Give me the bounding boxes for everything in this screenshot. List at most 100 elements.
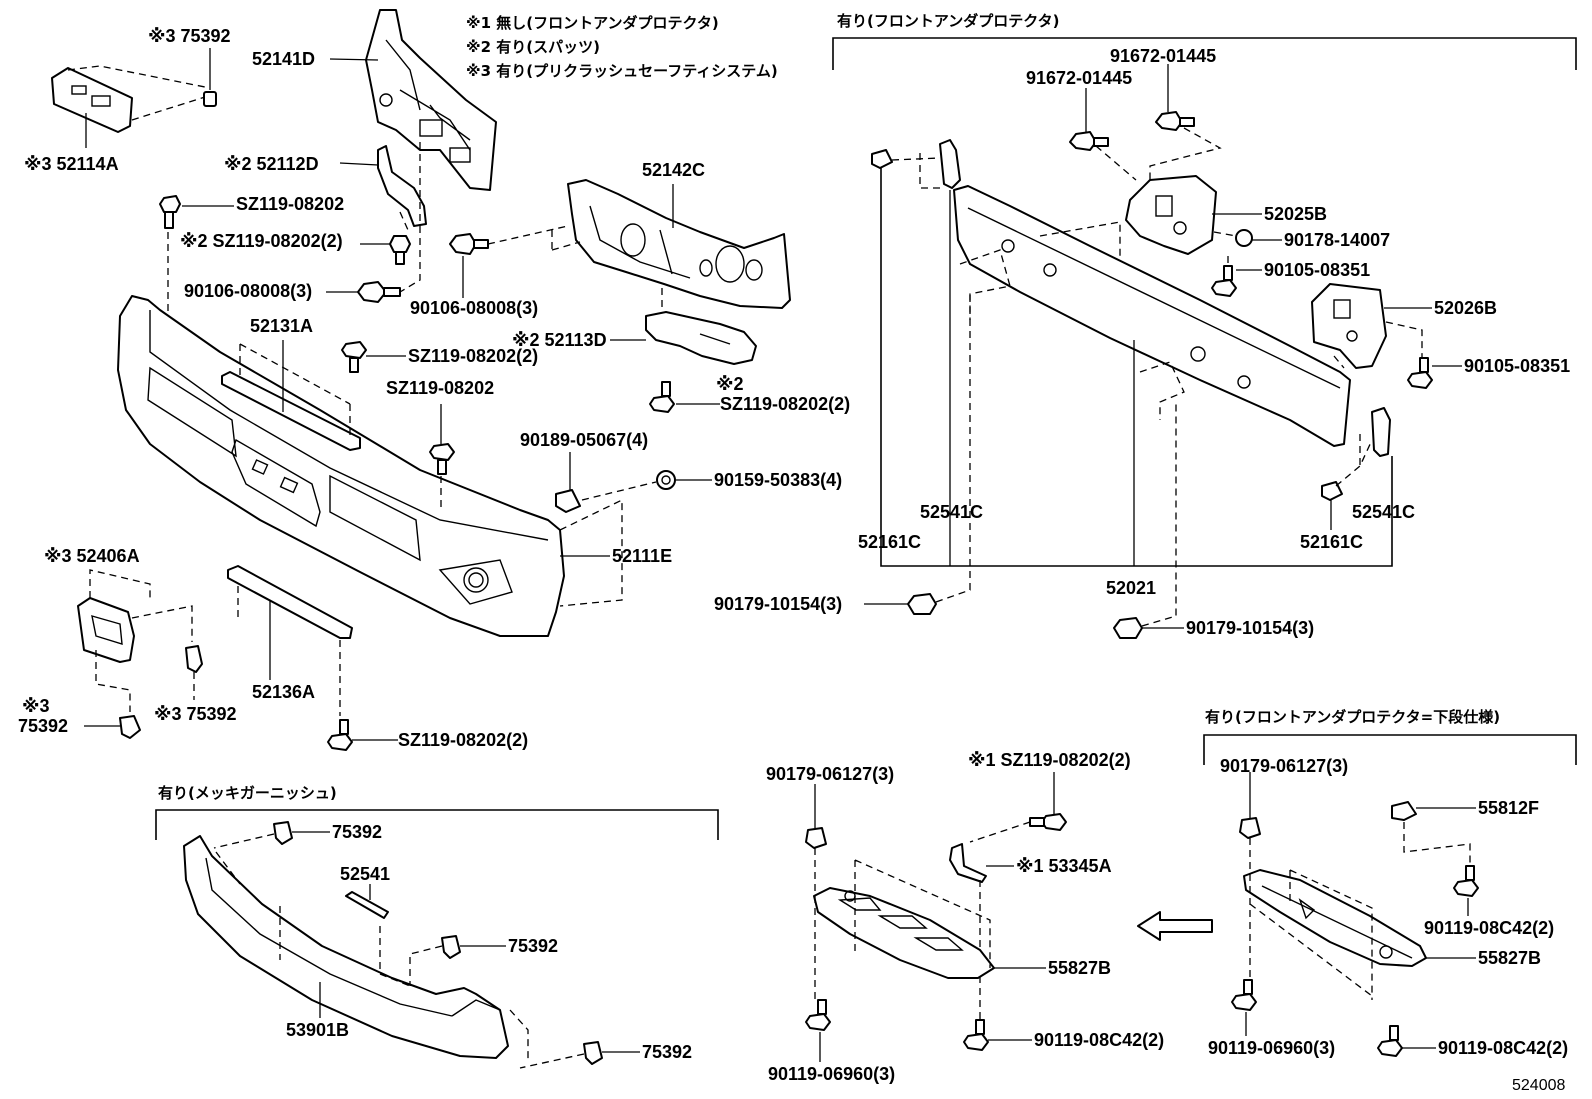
- clip-52161C-b: [1321, 481, 1343, 501]
- label-90178: 90178-14007: [1284, 230, 1390, 250]
- part-52406A: [77, 597, 135, 663]
- label-52142C: 52142C: [642, 160, 705, 180]
- part-52136A: [227, 565, 353, 639]
- bolt-SZ119-b: [389, 235, 411, 265]
- part-52541C-a: [939, 139, 961, 189]
- arrow-icon: [1137, 911, 1213, 941]
- label-90179-b: 90179-10154(3): [1186, 618, 1314, 638]
- note-3: ※3 有り(プリクラッシュセーフティシステム): [466, 62, 778, 80]
- clip-75392-g3: [583, 1041, 603, 1065]
- clip-75392-top: [203, 48, 217, 107]
- nut-90179-a: [907, 593, 937, 615]
- label-90119-08C42-c: 90119-08C42(2): [1438, 1038, 1568, 1058]
- label-75392-low-mark: ※3: [22, 696, 50, 716]
- label-52136A: 52136A: [252, 682, 315, 702]
- diagram-code: 524008: [1512, 1077, 1565, 1094]
- label-75392-top: ※3 75392: [148, 26, 231, 46]
- bolt-SZ119-f: [327, 719, 353, 751]
- part-52021-beam: [953, 185, 1351, 447]
- label-52161C-a: 52161C: [858, 532, 921, 552]
- bolt-SZ119-a: [159, 195, 181, 229]
- label-90159: 90159-50383(4): [714, 470, 842, 490]
- label-90179-06127-a: 90179-06127(3): [766, 764, 894, 784]
- label-52541: 52541: [340, 864, 390, 884]
- bolt-91672-b: [1155, 111, 1195, 131]
- bolt-SZ119-e: [649, 381, 675, 413]
- nut-90178: [1235, 229, 1253, 247]
- label-55827B-a: 55827B: [1048, 958, 1111, 978]
- part-52131A: [221, 371, 361, 451]
- clip-75392-g1: [273, 821, 293, 845]
- label-55812F: 55812F: [1478, 798, 1539, 818]
- part-55812F: [1391, 801, 1417, 821]
- label-90119-06960-a: 90119-06960(3): [768, 1064, 895, 1084]
- part-55827B-a: [813, 887, 995, 979]
- clip-90179-06127-a: [805, 827, 827, 849]
- group-lower: 有り(フロントアンダプロテクタ=下段仕様): [1203, 708, 1577, 765]
- bolt-90119-08C42-a: [963, 1019, 989, 1051]
- label-SZ119-g: ※1 SZ119-08202(2): [968, 750, 1131, 770]
- label-90189: 90189-05067(4): [520, 430, 648, 450]
- part-53901B: [183, 835, 509, 1059]
- part-52541-strip: [345, 891, 389, 919]
- label-SZ119-e: SZ119-08202(2): [720, 394, 850, 414]
- label-52406A: ※3 52406A: [44, 546, 140, 566]
- label-75392-low: 75392: [18, 716, 68, 736]
- clip-75392-mid: [185, 645, 203, 673]
- clip-75392-g2: [441, 935, 461, 959]
- group-garnish-title: 有り(メッキガーニッシュ): [158, 784, 337, 802]
- part-52114A: [51, 67, 133, 148]
- bolt-90119-06960-a: [805, 999, 831, 1031]
- label-SZ119-c: SZ119-08202(2): [408, 346, 538, 366]
- part-52113D: [645, 311, 757, 365]
- group-garnish: 有り(メッキガーニッシュ): [155, 784, 719, 840]
- label-52025B: 52025B: [1264, 204, 1327, 224]
- label-52161C-b: 52161C: [1300, 532, 1363, 552]
- part-55827B-b: [1243, 869, 1427, 967]
- label-SZ119-a: SZ119-08202: [236, 194, 344, 214]
- label-52541C-a: 52541C: [920, 502, 983, 522]
- bolt-90105-b: [1407, 357, 1433, 389]
- label-SZ119-b: ※2 SZ119-08202(2): [180, 231, 343, 251]
- part-52141D: [365, 9, 497, 191]
- bolt-90106-a: [357, 281, 401, 303]
- part-52026B: [1311, 283, 1387, 369]
- part-52541C-b: [1371, 407, 1391, 457]
- label-90106-b: 90106-08008(3): [410, 298, 538, 318]
- bolt-90105-a: [1211, 265, 1237, 297]
- clip-52161C-a: [871, 149, 893, 169]
- label-53345A: ※1 53345A: [1016, 856, 1112, 876]
- label-55827B-b: 55827B: [1478, 948, 1541, 968]
- label-90119-08C42-b: 90119-08C42(2): [1424, 918, 1554, 938]
- bolt-SZ119-g: [1029, 813, 1067, 831]
- bolt-90119-08C42-b: [1453, 865, 1479, 897]
- bolt-91672-a: [1069, 131, 1109, 151]
- label-52541C-b: 52541C: [1352, 502, 1415, 522]
- label-75392-g1: 75392: [332, 822, 382, 842]
- bolt-90106-b: [449, 233, 489, 255]
- label-91672-a: 91672-01445: [1026, 68, 1132, 88]
- label-90179-06127-b: 90179-06127(3): [1220, 756, 1348, 776]
- part-53345A: [949, 843, 987, 883]
- note-2: ※2 有り(スパッツ): [466, 38, 600, 56]
- label-91672-b: 91672-01445: [1110, 46, 1216, 66]
- label-SZ119-e-mark: ※2: [716, 374, 744, 394]
- bolt-90119-08C42-c: [1377, 1025, 1403, 1057]
- label-SZ119-f: SZ119-08202(2): [398, 730, 528, 750]
- part-52142C: [567, 179, 791, 309]
- label-90106-a: 90106-08008(3): [184, 281, 312, 301]
- group-lower-title: 有り(フロントアンダプロテクタ=下段仕様): [1205, 708, 1500, 726]
- label-75392-mid: ※3 75392: [154, 704, 237, 724]
- label-52111E: 52111E: [612, 546, 672, 566]
- label-52026B: 52026B: [1434, 298, 1497, 318]
- clip-90189: [555, 489, 581, 513]
- legend-notes: ※1 無し(フロントアンダプロテクタ) ※2 有り(スパッツ) ※3 有り(プリ…: [466, 14, 778, 80]
- clip-75392-low: [119, 715, 141, 739]
- part-52112D: [377, 145, 427, 227]
- bolt-90119-06960-b: [1231, 979, 1257, 1011]
- label-52113D: ※2 52113D: [512, 330, 607, 350]
- group-protector: 有り(フロントアンダプロテクタ): [832, 12, 1577, 70]
- label-90179-a: 90179-10154(3): [714, 594, 842, 614]
